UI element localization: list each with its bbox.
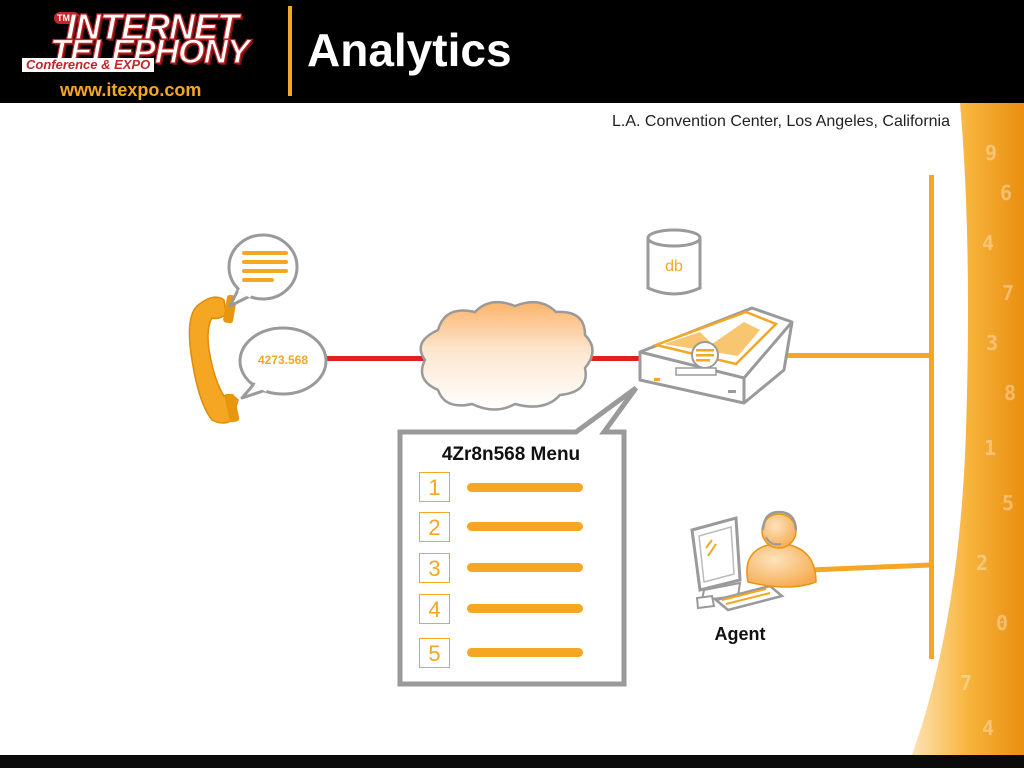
- svg-text:6: 6: [1000, 181, 1012, 205]
- database-label: db: [665, 258, 683, 275]
- agent-avatar-icon: [746, 510, 817, 588]
- header-divider: [288, 6, 292, 96]
- network-bus-line: [929, 175, 934, 659]
- svg-text:3: 3: [986, 331, 998, 355]
- server-bus-connection: [780, 353, 930, 358]
- svg-text:7: 7: [1002, 281, 1014, 305]
- svg-text:8: 8: [1004, 381, 1016, 405]
- menu-option-line: [467, 604, 583, 613]
- menu-option-line: [467, 648, 583, 657]
- agent-bus-connection: [809, 562, 931, 573]
- agent-label: Agent: [714, 624, 766, 644]
- svg-text:7: 7: [960, 671, 972, 695]
- slide-title: Analytics: [307, 24, 512, 76]
- svg-text:4: 4: [982, 231, 994, 255]
- svg-text:5: 5: [1002, 491, 1014, 515]
- menu-option-number: 3: [419, 553, 450, 583]
- decorative-digits: 964 738 152 074: [960, 141, 1016, 740]
- menu-option-line: [467, 563, 583, 572]
- cloud-server-connection: [588, 356, 643, 361]
- logo-tagline: Conference & EXPO: [22, 58, 155, 72]
- slide-header: TMC INTERNET TELEPHONY Conference & EXPO…: [0, 0, 1024, 103]
- svg-text:9: 9: [985, 141, 997, 165]
- caller-number-bubble: [238, 326, 328, 400]
- server-icon: [638, 306, 794, 405]
- svg-text:2: 2: [976, 551, 988, 575]
- slide-footer-bar: [0, 755, 1024, 768]
- logo-tmc-badge: TMC: [54, 12, 80, 24]
- menu-title: 4Zr8n568 Menu: [441, 444, 581, 465]
- telephone-icon: [188, 294, 240, 424]
- svg-text:1: 1: [984, 436, 996, 460]
- decorative-band: [912, 103, 1024, 755]
- svg-text:0: 0: [996, 611, 1008, 635]
- logo-url: www.itexpo.com: [60, 80, 202, 100]
- menu-option-line: [467, 483, 583, 492]
- menu-option-number: 5: [419, 638, 450, 668]
- caller-number-text: 4273.568: [257, 353, 309, 367]
- menu-option-number: 2: [419, 512, 450, 542]
- network-cloud-icon: [419, 300, 594, 411]
- menu-option-number: 1: [419, 472, 450, 502]
- database-icon: [646, 228, 702, 296]
- agent-workstation-icon: [690, 516, 785, 612]
- venue-caption: L.A. Convention Center, Los Angeles, Cal…: [612, 113, 950, 130]
- menu-option-number: 4: [419, 594, 450, 624]
- menu-option-line: [467, 522, 583, 531]
- caller-cloud-connection: [327, 356, 425, 361]
- logo-line-1: INTERNET: [65, 5, 239, 47]
- message-bubble-icon: [227, 233, 299, 308]
- svg-text:4: 4: [982, 716, 994, 740]
